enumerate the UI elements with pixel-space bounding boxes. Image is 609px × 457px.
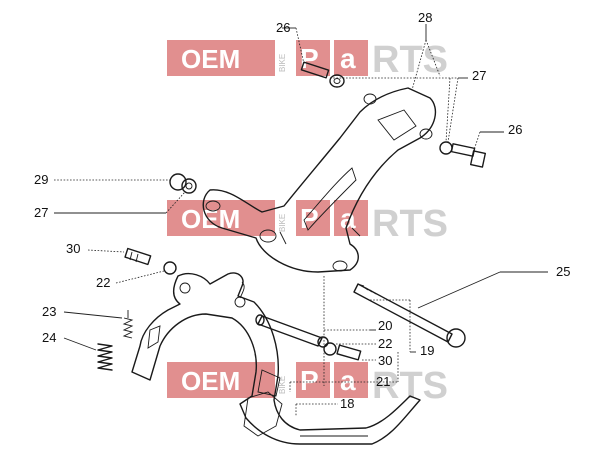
callout-29: 29 bbox=[34, 172, 48, 187]
callout-26-right: 26 bbox=[508, 122, 522, 137]
pin-20 bbox=[255, 314, 329, 348]
center-stand bbox=[131, 272, 421, 445]
stand-bracket bbox=[202, 87, 437, 273]
washers-29-27 bbox=[169, 173, 197, 194]
watermark-oem: OEM bbox=[181, 204, 240, 234]
watermark-bottom: OEM BIKE P a RTS bbox=[167, 362, 448, 407]
watermark-a: a bbox=[340, 43, 356, 74]
watermark-oem: OEM bbox=[181, 44, 240, 74]
callout-20: 20 bbox=[378, 318, 392, 333]
callout-27-left: 27 bbox=[34, 205, 48, 220]
callout-28: 28 bbox=[418, 10, 432, 25]
callout-22-right: 22 bbox=[378, 336, 392, 351]
watermark-a: a bbox=[340, 365, 356, 396]
spring-23 bbox=[122, 310, 134, 339]
watermark-rts: RTS bbox=[372, 203, 448, 245]
washer-22-right bbox=[323, 342, 337, 356]
watermark-bike: BIKE bbox=[278, 376, 287, 394]
watermark-p: P bbox=[300, 43, 319, 74]
watermark-rts: RTS bbox=[372, 365, 448, 407]
callout-30-left: 30 bbox=[66, 241, 80, 256]
callout-27-top: 27 bbox=[472, 68, 486, 83]
watermark-bike: BIKE bbox=[278, 54, 287, 72]
watermark-p: P bbox=[300, 203, 319, 234]
bolt-26-top bbox=[300, 61, 345, 88]
washer-22-left bbox=[163, 261, 177, 275]
spring-24 bbox=[97, 343, 113, 371]
callout-24: 24 bbox=[42, 330, 56, 345]
callout-26-top: 26 bbox=[276, 20, 290, 35]
callout-19: 19 bbox=[420, 343, 434, 358]
callout-23: 23 bbox=[42, 304, 56, 319]
watermark-oem: OEM bbox=[181, 366, 240, 396]
callout-30-right: 30 bbox=[378, 353, 392, 368]
bolt-26-right bbox=[439, 141, 487, 168]
callout-18: 18 bbox=[340, 396, 354, 411]
callout-25: 25 bbox=[556, 264, 570, 279]
watermark-bike: BIKE bbox=[278, 214, 287, 232]
watermark-middle: OEM BIKE P a RTS bbox=[167, 200, 448, 245]
pin-30-right bbox=[336, 344, 362, 361]
callout-labels: 26 28 27 26 29 27 30 22 25 23 24 20 22 1… bbox=[34, 10, 570, 411]
watermark-p: P bbox=[300, 365, 319, 396]
callout-21: 21 bbox=[376, 374, 390, 389]
watermark-top: OEM BIKE P a RTS bbox=[167, 39, 448, 81]
pin-30-left bbox=[124, 247, 152, 266]
shaft-25 bbox=[353, 283, 466, 348]
watermark-rts: RTS bbox=[372, 39, 448, 81]
watermark-a: a bbox=[340, 203, 356, 234]
callout-22-left: 22 bbox=[96, 275, 110, 290]
leader-lines bbox=[54, 24, 548, 416]
